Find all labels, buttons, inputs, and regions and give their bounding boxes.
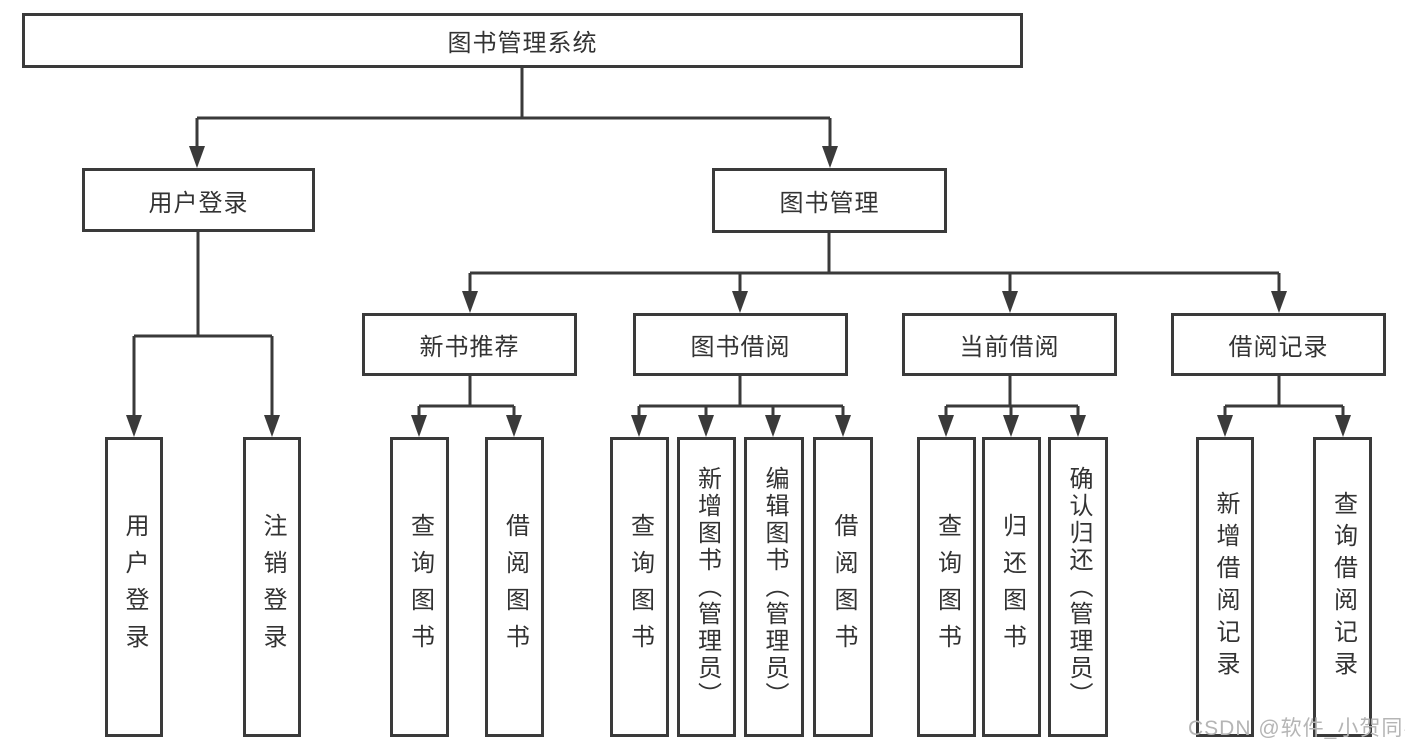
arrowhead [732, 291, 748, 313]
node-label: 编辑图书（管理员） [761, 465, 788, 709]
arrowhead [835, 415, 851, 437]
arrowhead [1003, 415, 1019, 437]
arrowhead [1070, 415, 1086, 437]
node-label: 查询图书 [406, 513, 434, 661]
connector-new-book-to-leaves [411, 376, 522, 437]
leaf-return-books: 归还图书 [982, 437, 1041, 737]
arrowhead [698, 415, 714, 437]
node-label: 图书管理 [779, 190, 880, 217]
node-label: 借阅图书 [501, 513, 529, 661]
connector-book-borrow-to-leaves [631, 376, 851, 437]
leaf-query-books-current: 查询图书 [917, 437, 976, 737]
node-label: 新增图书（管理员） [693, 465, 721, 709]
leaf-borrow-books-recommend: 借阅图书 [485, 437, 544, 737]
node-label: 查询图书 [626, 513, 654, 661]
node-label: 借阅图书 [830, 513, 857, 661]
leaf-add-books-admin: 新增图书（管理员） [677, 437, 736, 737]
leaf-add-borrow-record: 新增借阅记录 [1196, 437, 1254, 737]
node-label: 用户登录 [121, 513, 148, 661]
node-label: 确认归还（管理员） [1065, 465, 1092, 709]
arrowhead [506, 415, 522, 437]
arrowhead [1271, 291, 1287, 313]
arrowhead [765, 415, 781, 437]
node-label: 查询借阅记录 [1329, 491, 1357, 683]
node-root-system: 图书管理系统 [22, 13, 1023, 68]
node-label: 当前借阅 [959, 334, 1060, 361]
connector-root-to-level2 [189, 68, 838, 168]
arrowhead [1335, 415, 1351, 437]
leaf-query-books-borrow: 查询图书 [610, 437, 669, 737]
arrowhead [411, 415, 427, 437]
leaf-confirm-return-admin: 确认归还（管理员） [1048, 437, 1108, 737]
node-label: 新书推荐 [419, 334, 520, 361]
leaf-user-login: 用户登录 [105, 437, 163, 737]
arrowhead [189, 146, 205, 168]
node-label: 借阅记录 [1228, 334, 1329, 361]
node-label: 归还图书 [998, 513, 1026, 661]
node-user-login: 用户登录 [82, 168, 315, 232]
arrowhead [1217, 415, 1233, 437]
node-label: 用户登录 [148, 189, 249, 217]
node-label: 查询图书 [933, 513, 961, 661]
node-label: 新增借阅记录 [1212, 491, 1239, 683]
node-label: 图书管理系统 [447, 30, 598, 57]
csdn-watermark: CSDN @软件_小贺同学 [1188, 717, 1405, 740]
node-borrow-records: 借阅记录 [1171, 313, 1386, 376]
node-new-book-recommend: 新书推荐 [362, 313, 577, 376]
node-book-borrow: 图书借阅 [633, 313, 848, 376]
node-current-borrow: 当前借阅 [902, 313, 1117, 376]
arrowhead [264, 415, 280, 437]
arrowhead [1002, 291, 1018, 313]
node-label: 图书借阅 [690, 334, 791, 361]
leaf-edit-books-admin: 编辑图书（管理员） [744, 437, 804, 737]
arrowhead [631, 415, 647, 437]
connector-user-login-to-leaves [126, 232, 280, 437]
leaf-query-borrow-record: 查询借阅记录 [1313, 437, 1372, 737]
arrowhead [822, 146, 838, 168]
arrowhead [126, 415, 142, 437]
arrowhead [938, 415, 954, 437]
node-label: 注销登录 [259, 513, 286, 661]
leaf-borrow-books: 借阅图书 [813, 437, 873, 737]
leaf-query-books-recommend: 查询图书 [390, 437, 449, 737]
leaf-logout: 注销登录 [243, 437, 301, 737]
connector-current-borrow-to-leaves [938, 376, 1086, 437]
arrowhead [462, 291, 478, 313]
connector-borrow-records-to-leaves [1217, 376, 1351, 437]
node-book-management: 图书管理 [712, 168, 947, 233]
connector-book-mgmt-to-level3 [462, 233, 1287, 313]
